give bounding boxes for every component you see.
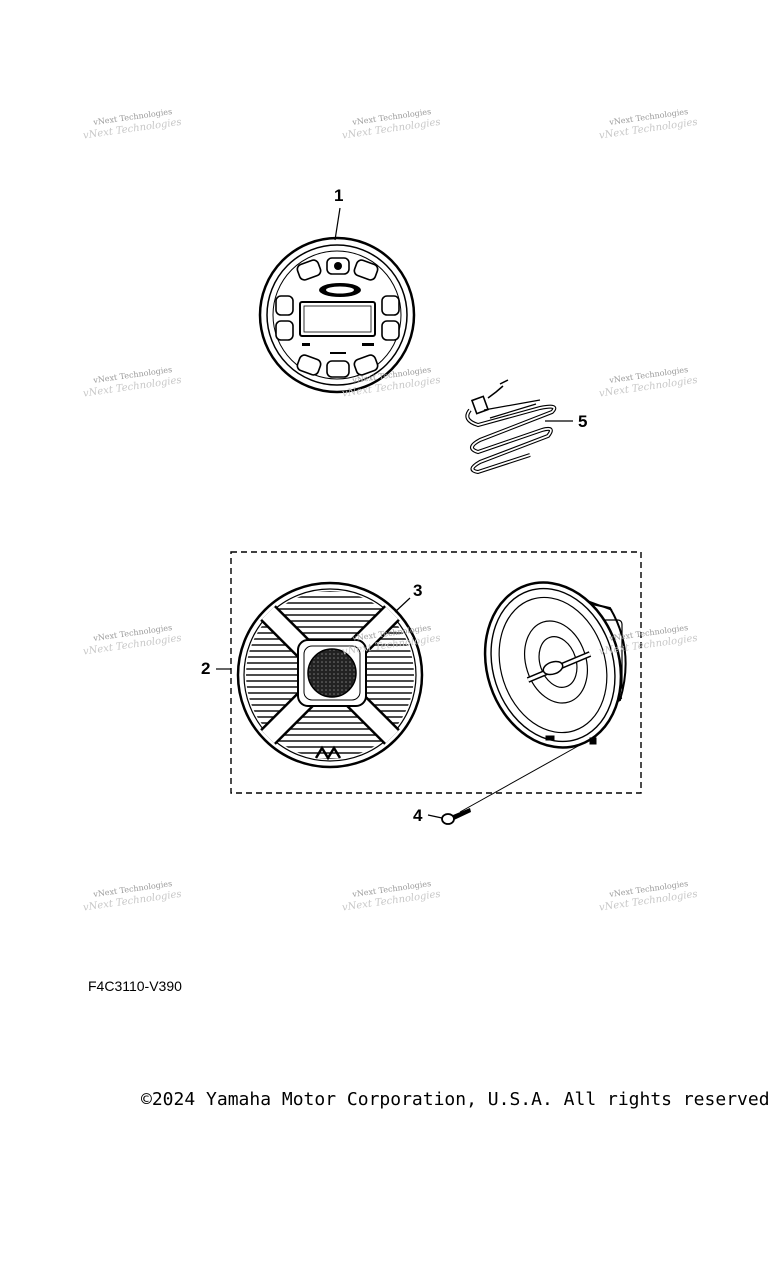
speaker-driver bbox=[459, 581, 627, 813]
callout-3[interactable]: 3 bbox=[413, 581, 423, 600]
callout-5[interactable]: 5 bbox=[578, 412, 588, 431]
callout-1[interactable]: 1 bbox=[334, 186, 344, 205]
speaker-grill bbox=[236, 581, 424, 769]
speaker-kit-box bbox=[230, 551, 642, 794]
stereo-head-unit bbox=[258, 207, 416, 394]
copyright-notice: ©2024 Yamaha Motor Corporation, U.S.A. A… bbox=[141, 1089, 768, 1110]
mounting-screw bbox=[427, 808, 471, 825]
callout-4[interactable]: 4 bbox=[413, 806, 423, 825]
diagram-code: F4C3110-V390 bbox=[88, 978, 182, 994]
callout-2[interactable]: 2 bbox=[201, 659, 211, 678]
wire-harness bbox=[465, 379, 573, 475]
